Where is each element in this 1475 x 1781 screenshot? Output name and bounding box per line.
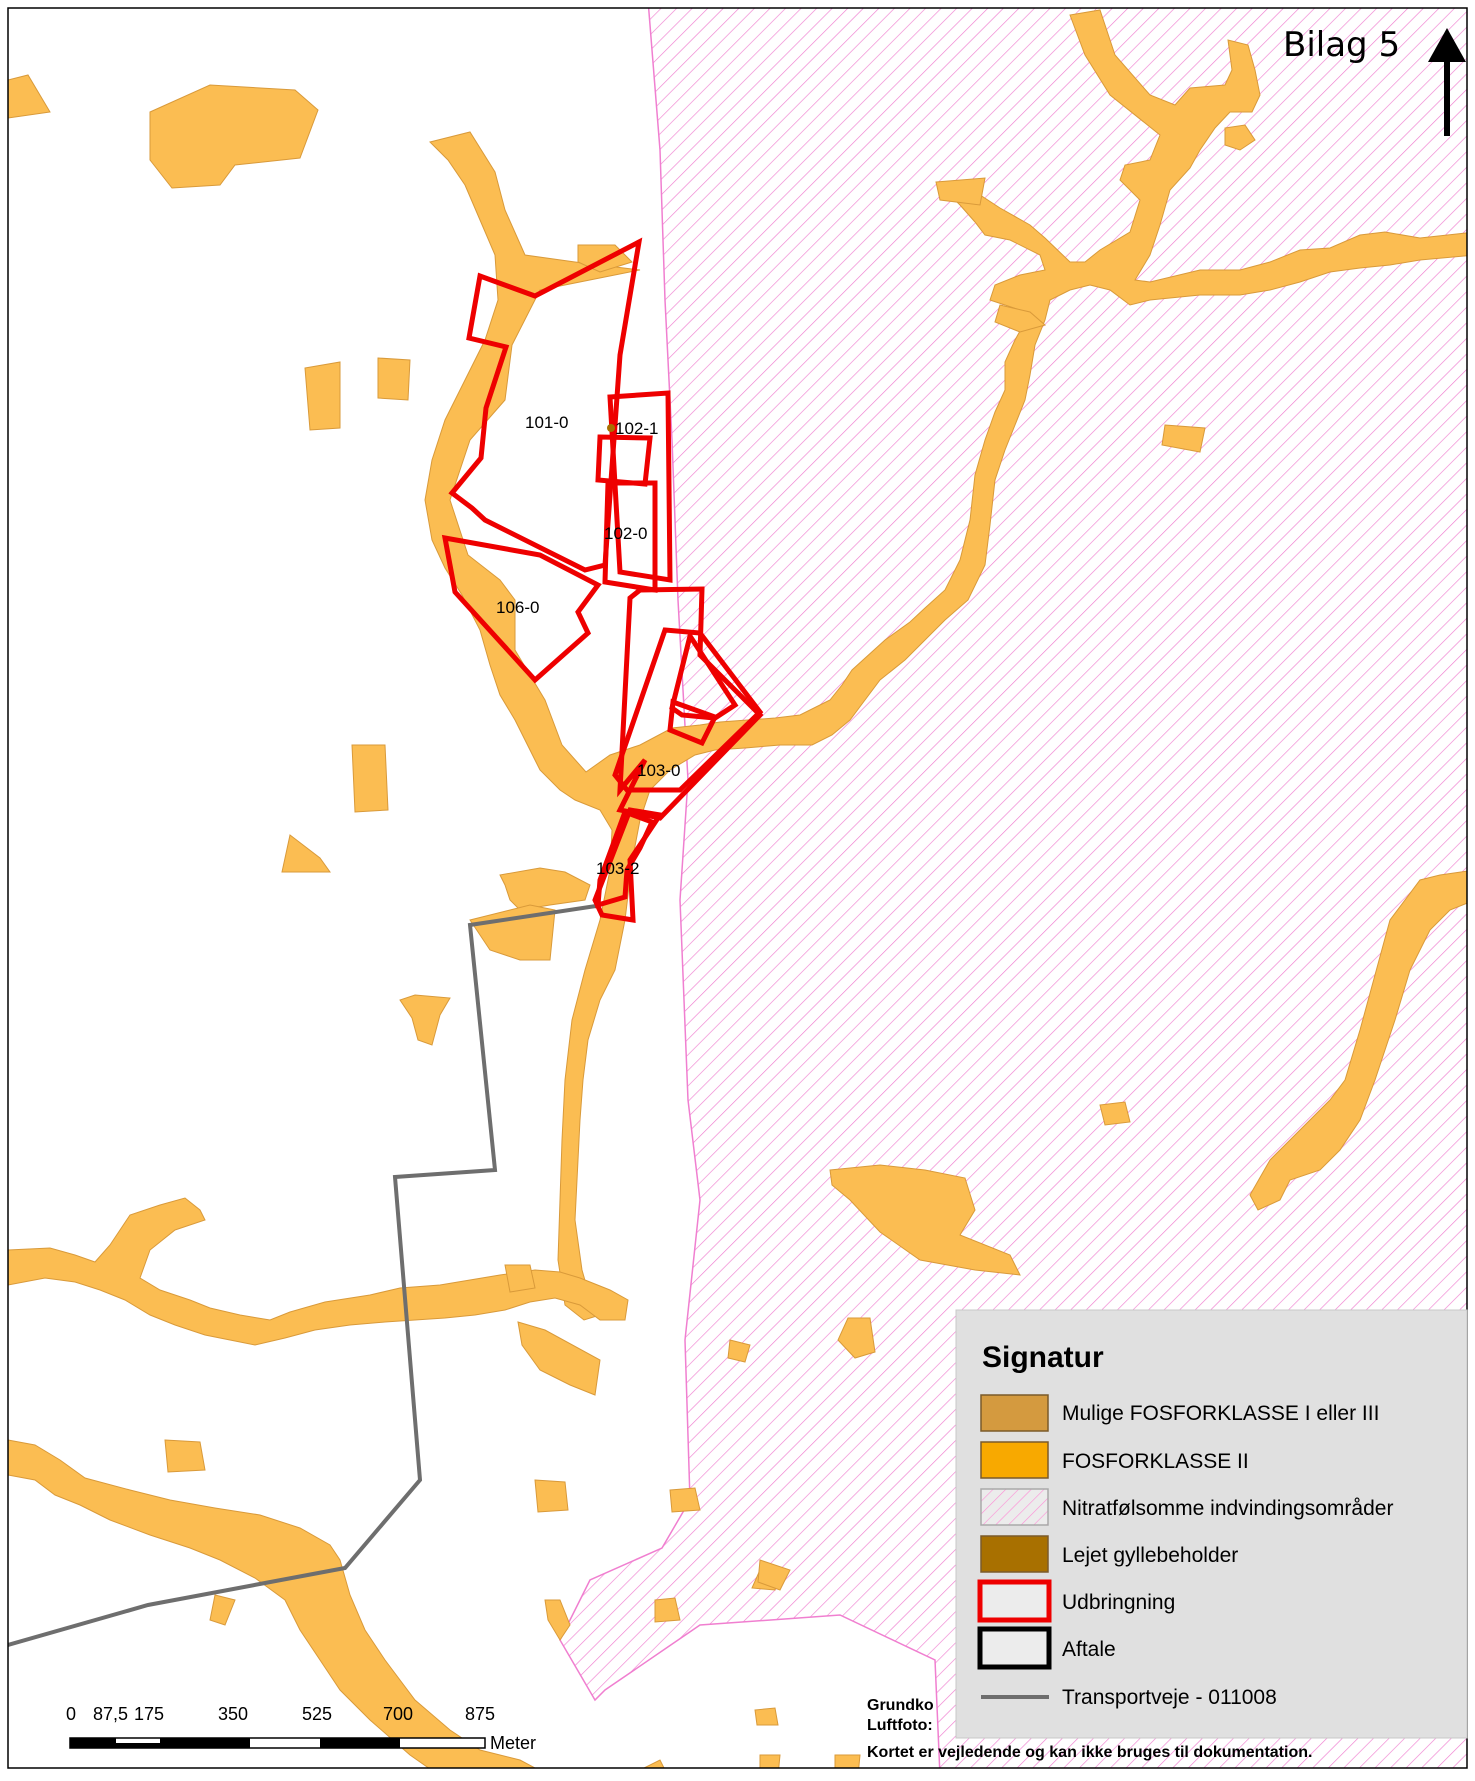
legend-label-udbringning: Udbringning xyxy=(1062,1591,1175,1614)
legend-swatch-gyllebeholder xyxy=(980,1535,1049,1573)
field-label-103-2: 103-2 xyxy=(596,859,639,878)
legend-swatch-fosfor-ii xyxy=(980,1441,1049,1479)
field-label-102-1: 102-1 xyxy=(615,419,658,438)
scale-tick-4: 525 xyxy=(302,1704,332,1724)
legend-swatch-nitrat xyxy=(980,1488,1049,1526)
credit-line-1: Grundko xyxy=(867,1697,934,1714)
credit-line-2: Luftfoto: xyxy=(867,1717,933,1734)
udbringning-fields xyxy=(441,237,764,923)
scale-tick-1: 87,5 xyxy=(93,1704,128,1724)
scale-unit: Meter xyxy=(490,1733,536,1753)
field-label-106-0: 106-0 xyxy=(496,598,539,617)
legend: Signatur Mulige FOSFORKLASSE I eller III… xyxy=(955,1309,1468,1739)
credit-line-3: Kortet er vejledende og kan ikke bruges … xyxy=(867,1744,1312,1761)
scale-tick-3: 350 xyxy=(218,1704,248,1724)
scale-bar: 0 87,5 175 350 525 700 875 Meter xyxy=(66,1704,536,1753)
scale-tick-6: 875 xyxy=(465,1704,495,1724)
legend-swatch-aftale xyxy=(977,1626,1052,1670)
scale-tick-0: 0 xyxy=(66,1704,76,1724)
legend-label-fosfor-i-iii: Mulige FOSFORKLASSE I eller III xyxy=(1062,1402,1379,1425)
field-label-101-0: 101-0 xyxy=(525,413,568,432)
legend-label-nitrat: Nitratfølsomme indvindingsområder xyxy=(1062,1497,1393,1520)
legend-title: Signatur xyxy=(982,1341,1104,1374)
field-label-103-0: 103-0 xyxy=(637,761,680,780)
fosfor-ii-polygons xyxy=(8,9,1467,1768)
map-title: Bilag 5 xyxy=(1283,25,1400,65)
legend-swatch-udbringning xyxy=(977,1579,1052,1623)
transport-road xyxy=(8,904,597,1647)
scale-tick-5: 700 xyxy=(383,1704,413,1724)
map-frame xyxy=(7,7,1468,1769)
legend-label-transport: Transportveje - 011008 xyxy=(1062,1686,1277,1709)
legend-swatch-fosfor-i-iii xyxy=(980,1394,1049,1432)
legend-label-aftale: Aftale xyxy=(1062,1638,1116,1661)
field-labels: 101-0 102-1 102-0 106-0 103-0 103-2 xyxy=(496,413,680,878)
field-label-102-0: 102-0 xyxy=(604,524,647,543)
gyllebeholder-marker xyxy=(607,424,615,432)
north-arrow-icon xyxy=(1428,28,1466,136)
scale-tick-2: 175 xyxy=(134,1704,164,1724)
legend-label-gyllebeholder: Lejet gyllebeholder xyxy=(1062,1544,1238,1567)
legend-label-fosfor-ii: FOSFORKLASSE II xyxy=(1062,1450,1249,1473)
